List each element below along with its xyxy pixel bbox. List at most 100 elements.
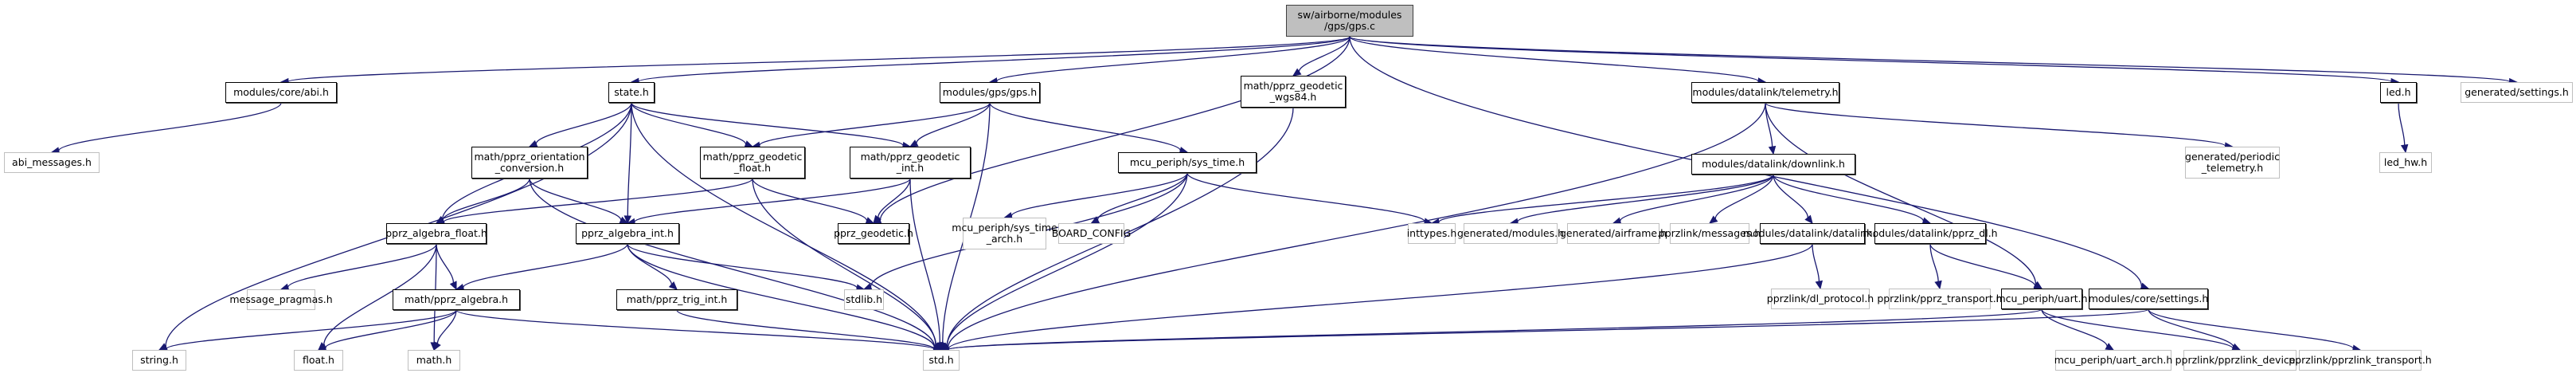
edge-sys_time-to-inttypes — [1186, 172, 1425, 222]
node-pprz-algebra-h[interactable]: math/pprz_algebra.h — [393, 289, 520, 310]
edge-alg_float-to-msg_pragmas — [287, 243, 437, 288]
edge-pprz_dl-to-uart — [1929, 243, 2036, 286]
arrowhead-datalink-to-dl_protocol — [1815, 280, 1824, 290]
edge-downlink-to-datalink — [1773, 174, 1809, 218]
edge-orient-to-std — [529, 178, 936, 348]
edge-alg-to-float — [324, 309, 457, 348]
edge-gps_h-to-geo_int — [916, 102, 991, 143]
edge-downlink-to-messages — [1714, 174, 1774, 219]
edge-geo_float-to-alg_float — [443, 178, 753, 223]
edge-orient-to-alg_int — [529, 178, 622, 221]
edge-alg-to-string — [166, 309, 457, 350]
node-pprz-geodetic-h[interactable]: pprz_geodetic.h — [834, 223, 913, 244]
node-downlink-h[interactable]: modules/datalink/downlink.h — [1691, 154, 1855, 175]
node-abi-h[interactable]: modules/core/abi.h — [225, 82, 337, 103]
edge-trig-to-std — [676, 309, 935, 350]
edge-downlink-to-gen_airframe — [1619, 174, 1774, 222]
edge-gps_c-to-gps_h — [996, 36, 1351, 82]
edge-sys_time-to-sys_time_arch — [1010, 172, 1188, 217]
edge-geo_float-to-geodetic — [752, 178, 868, 222]
node-gps-c[interactable]: sw/airborne/modules /gps/gps.c — [1286, 5, 1413, 37]
edge-gps_c-to-telemetry — [1349, 36, 1759, 82]
node-pprz-dl-h[interactable]: modules/datalink/pprz_dl.h — [1863, 223, 1998, 244]
node-pprzlink-transport-h: pprzlink/pprzlink_transport.h — [2289, 350, 2432, 371]
node-uart-h[interactable]: mcu_periph/uart.h — [1996, 289, 2088, 309]
edge-sys_time-to-std — [946, 172, 1188, 346]
node-abi-messages-h: abi_messages.h — [4, 152, 100, 173]
node-pprz-geodetic-wgs84-h[interactable]: math/pprz_geodetic _wgs84.h — [1241, 76, 1346, 108]
edge-abi-to-abi_messages — [58, 102, 282, 151]
node-stdlib-h: stdlib.h — [844, 289, 884, 310]
node-inttypes-h: inttypes.h — [1407, 223, 1456, 244]
edge-alg_int-to-alg — [463, 243, 628, 289]
edge-gps_h-to-geo_float — [759, 102, 991, 146]
edge-led-to-led_hw — [2398, 102, 2406, 146]
edge-downlink-to-gen_modules — [1517, 174, 1774, 222]
arrowhead-alg_int-to-trig — [668, 281, 678, 290]
node-generated-modules-h: generated/modules.h — [1457, 223, 1564, 244]
edge-telemetry-to-uart — [1765, 102, 2037, 285]
edge-state-to-alg_int — [627, 102, 632, 217]
edge-gps_c-to-abi — [287, 36, 1351, 83]
edge-gps_c-to-gen_settings — [1349, 36, 2511, 83]
node-uart-arch-h: mcu_periph/uart_arch.h — [2054, 350, 2172, 371]
node-message-pragmas-h: message_pragmas.h — [229, 289, 333, 310]
node-pprz-orientation-conversion-h[interactable]: math/pprz_orientation _conversion.h — [471, 147, 588, 179]
node-led-hw-h: led_hw.h — [2379, 152, 2432, 173]
arrowhead-pprz_dl-to-pprz_transport — [1934, 280, 1942, 290]
node-telemetry-h[interactable]: modules/datalink/telemetry.h — [1691, 82, 1839, 103]
edge-state-to-geo_int — [631, 102, 904, 147]
edge-orient-to-alg_float — [442, 178, 530, 221]
node-string-h: string.h — [132, 350, 186, 371]
edge-sys_time-to-board_config — [1096, 172, 1188, 221]
edge-pprz_dl-to-pprz_transport — [1929, 243, 1939, 282]
edge-uart-to-uart_arch — [2041, 308, 2108, 347]
edge-geo_float-to-std — [752, 178, 936, 345]
node-pprz-algebra-int-h[interactable]: pprz_algebra_int.h — [576, 223, 679, 244]
edge-geo_int-to-alg_int — [634, 178, 911, 223]
arrowhead-telemetry-to-downlink — [1768, 145, 1777, 155]
node-float-h: float.h — [294, 350, 343, 371]
edge-state-to-geo_float — [631, 102, 747, 145]
edge-datalink-to-dl_protocol — [1812, 243, 1820, 282]
edge-gps_c-to-state — [638, 36, 1351, 83]
edge-alg_float-to-alg — [436, 243, 455, 283]
edge-geo_int-to-std — [909, 178, 941, 344]
node-datalink-h[interactable]: modules/datalink/datalink.h — [1743, 223, 1882, 244]
node-std-h: std.h — [923, 350, 960, 371]
node-gps-h[interactable]: modules/gps/gps.h — [940, 82, 1040, 103]
edge-alg-to-math — [436, 309, 457, 344]
edge-alg_int-to-stdlib — [627, 243, 858, 289]
node-generated-airframe-h: generated/airframe.h — [1560, 223, 1667, 244]
node-pprz-geodetic-float-h[interactable]: math/pprz_geodetic _float.h — [700, 147, 805, 179]
node-core-settings-h[interactable]: modules/core/settings.h — [2089, 289, 2208, 309]
node-board-config: BOARD_CONFIG — [1052, 223, 1131, 244]
edge-uart-to-std — [948, 308, 2042, 351]
node-pprzlink-messages-h: pprzlink/messages.h — [1659, 223, 1761, 244]
edge-gps_c-to-wgs84 — [1298, 36, 1351, 73]
node-pprz-transport-h: pprzlink/pprz_transport.h — [1877, 289, 2003, 309]
node-dl-protocol-h: pprzlink/dl_protocol.h — [1767, 289, 1874, 309]
node-sys-time-arch-h: mcu_periph/sys_time _arch.h — [952, 218, 1057, 249]
node-state-h[interactable]: state.h — [608, 82, 655, 103]
node-pprz-trig-int-h[interactable]: math/pprz_trig_int.h — [616, 289, 737, 310]
arrowhead-uart-to-uart_arch — [2105, 343, 2115, 351]
node-periodic-telemetry-h: generated/periodic _telemetry.h — [2185, 147, 2280, 179]
edge-core_settings-to-pl_transport — [2148, 308, 2354, 349]
edge-core_settings-to-pl_device — [2148, 308, 2234, 348]
edge-alg-to-std — [455, 309, 935, 350]
node-pprz-algebra-float-h[interactable]: pprz_algebra_float.h — [385, 223, 487, 244]
arrowhead-sys_time-to-board_config — [1090, 216, 1100, 224]
node-sys-time-h[interactable]: mcu_periph/sys_time.h — [1118, 152, 1257, 173]
node-led-h[interactable]: led.h — [2380, 82, 2417, 103]
arrowhead-led-to-led_hw — [2400, 143, 2409, 154]
arrowhead-geo_int-to-geodetic — [873, 214, 881, 224]
node-pprz-geodetic-int-h[interactable]: math/pprz_geodetic _int.h — [850, 147, 971, 179]
arrowhead-orient-to-alg_int — [619, 216, 629, 224]
edge-alg_int-to-std — [627, 243, 936, 348]
edge-telemetry-to-periodic — [1765, 102, 2226, 147]
edge-gps_h-to-sys_time — [989, 102, 1181, 151]
arrowhead-alg_float-to-alg — [449, 281, 457, 291]
